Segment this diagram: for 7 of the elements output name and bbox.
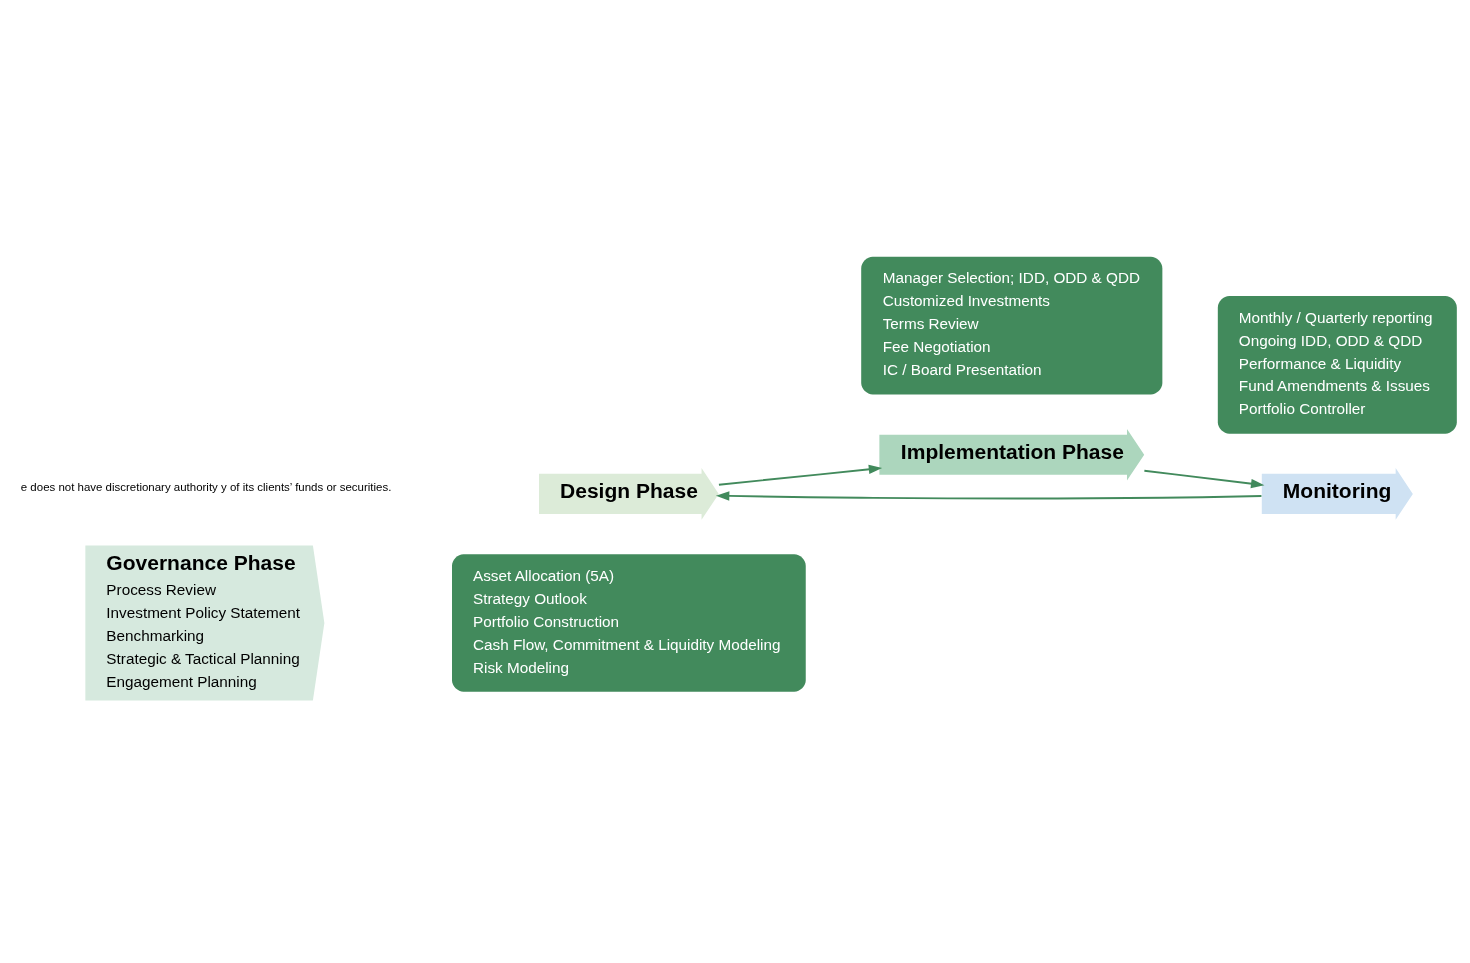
arrow xyxy=(717,464,883,486)
label: e does not have discretionary authority y of its clients’ funds or securities. xyxy=(20,481,392,494)
arrow xyxy=(1143,469,1265,489)
node-box: Manager Selection; IDD, ODD & QDD Customized Investments Terms Review Fee Negotiation IC / Board Presentation xyxy=(861,256,1163,395)
node-box: Asset Allocation (5A) Strategy Outlook Portfolio Construction Cash Flow, Commitment & Liquidity Modeling Risk Modeling xyxy=(452,554,806,692)
arrow xyxy=(715,491,1263,501)
node-box: Monthly / Quarterly reporting Ongoing IDD, ODD & QDD Performance & Liquidity Fund Amendments & Issues Portfolio Controller xyxy=(1217,296,1457,434)
